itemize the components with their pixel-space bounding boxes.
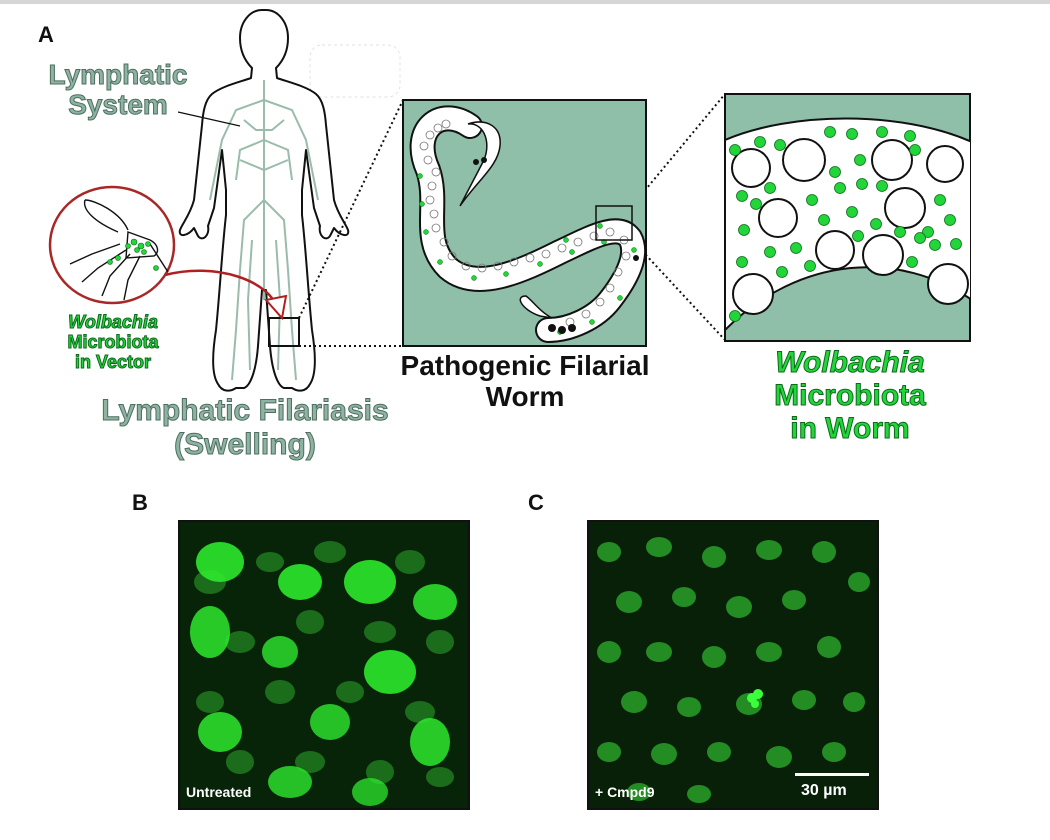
transmission-arrow — [164, 269, 288, 321]
vector-line3: in Vector — [74, 352, 152, 373]
panel-a-letter: A — [38, 22, 54, 47]
lymphatic-line2: System — [68, 89, 169, 120]
worm-line2: Worm — [485, 381, 565, 412]
worm-zoom-box — [595, 205, 633, 241]
mosquito-vector — [48, 185, 176, 305]
worm-micro-line2: Microbiota — [774, 379, 927, 413]
scale-bar-label: 30 µm — [801, 782, 847, 799]
panel-b-letter: B — [132, 490, 148, 515]
leg-zoom-box — [268, 317, 300, 347]
lymphatic-line1: Lymphatic — [48, 59, 188, 90]
untreated-cells — [180, 522, 468, 808]
vector-line1: Wolbachia — [68, 312, 159, 333]
worm-microbiota-panel — [724, 93, 971, 342]
vector-circle — [48, 185, 176, 305]
top-border — [0, 0, 1050, 4]
filariasis-diagram — [48, 9, 971, 392]
worm-label: Pathogenic Filarial Worm — [365, 350, 685, 412]
lymphatic-system-label: Lymphatic System — [28, 59, 208, 120]
worm-micro-line3: in Worm — [790, 412, 910, 446]
micrograph-untreated: Untreated — [178, 520, 470, 810]
treated-label: + Cmpd9 — [595, 784, 655, 800]
untreated-label: Untreated — [186, 784, 252, 800]
worm-micro-line1: Wolbachia — [775, 346, 925, 380]
treated-cells — [589, 522, 877, 808]
worm-line1: Pathogenic Filarial — [400, 350, 650, 381]
zoom-connector-lines — [298, 93, 726, 347]
faint-placeholder — [309, 44, 401, 98]
vector-label: Wolbachia Microbiota in Vector — [38, 312, 188, 373]
lymphatic-pointer-line — [177, 111, 241, 127]
panel-c-letter: C — [528, 490, 544, 515]
disease-label: Lymphatic Filariasis (Swelling) — [80, 394, 410, 462]
disease-line1: Lymphatic Filariasis — [101, 394, 389, 428]
worm-microbiota-label: Wolbachia Microbiota in Worm — [740, 346, 960, 446]
micrograph-treated: + Cmpd9 30 µm — [587, 520, 879, 810]
disease-line2: (Swelling) — [174, 428, 317, 462]
vector-line2: Microbiota — [67, 332, 159, 353]
scale-bar — [795, 773, 869, 776]
worm-panel — [402, 99, 647, 347]
